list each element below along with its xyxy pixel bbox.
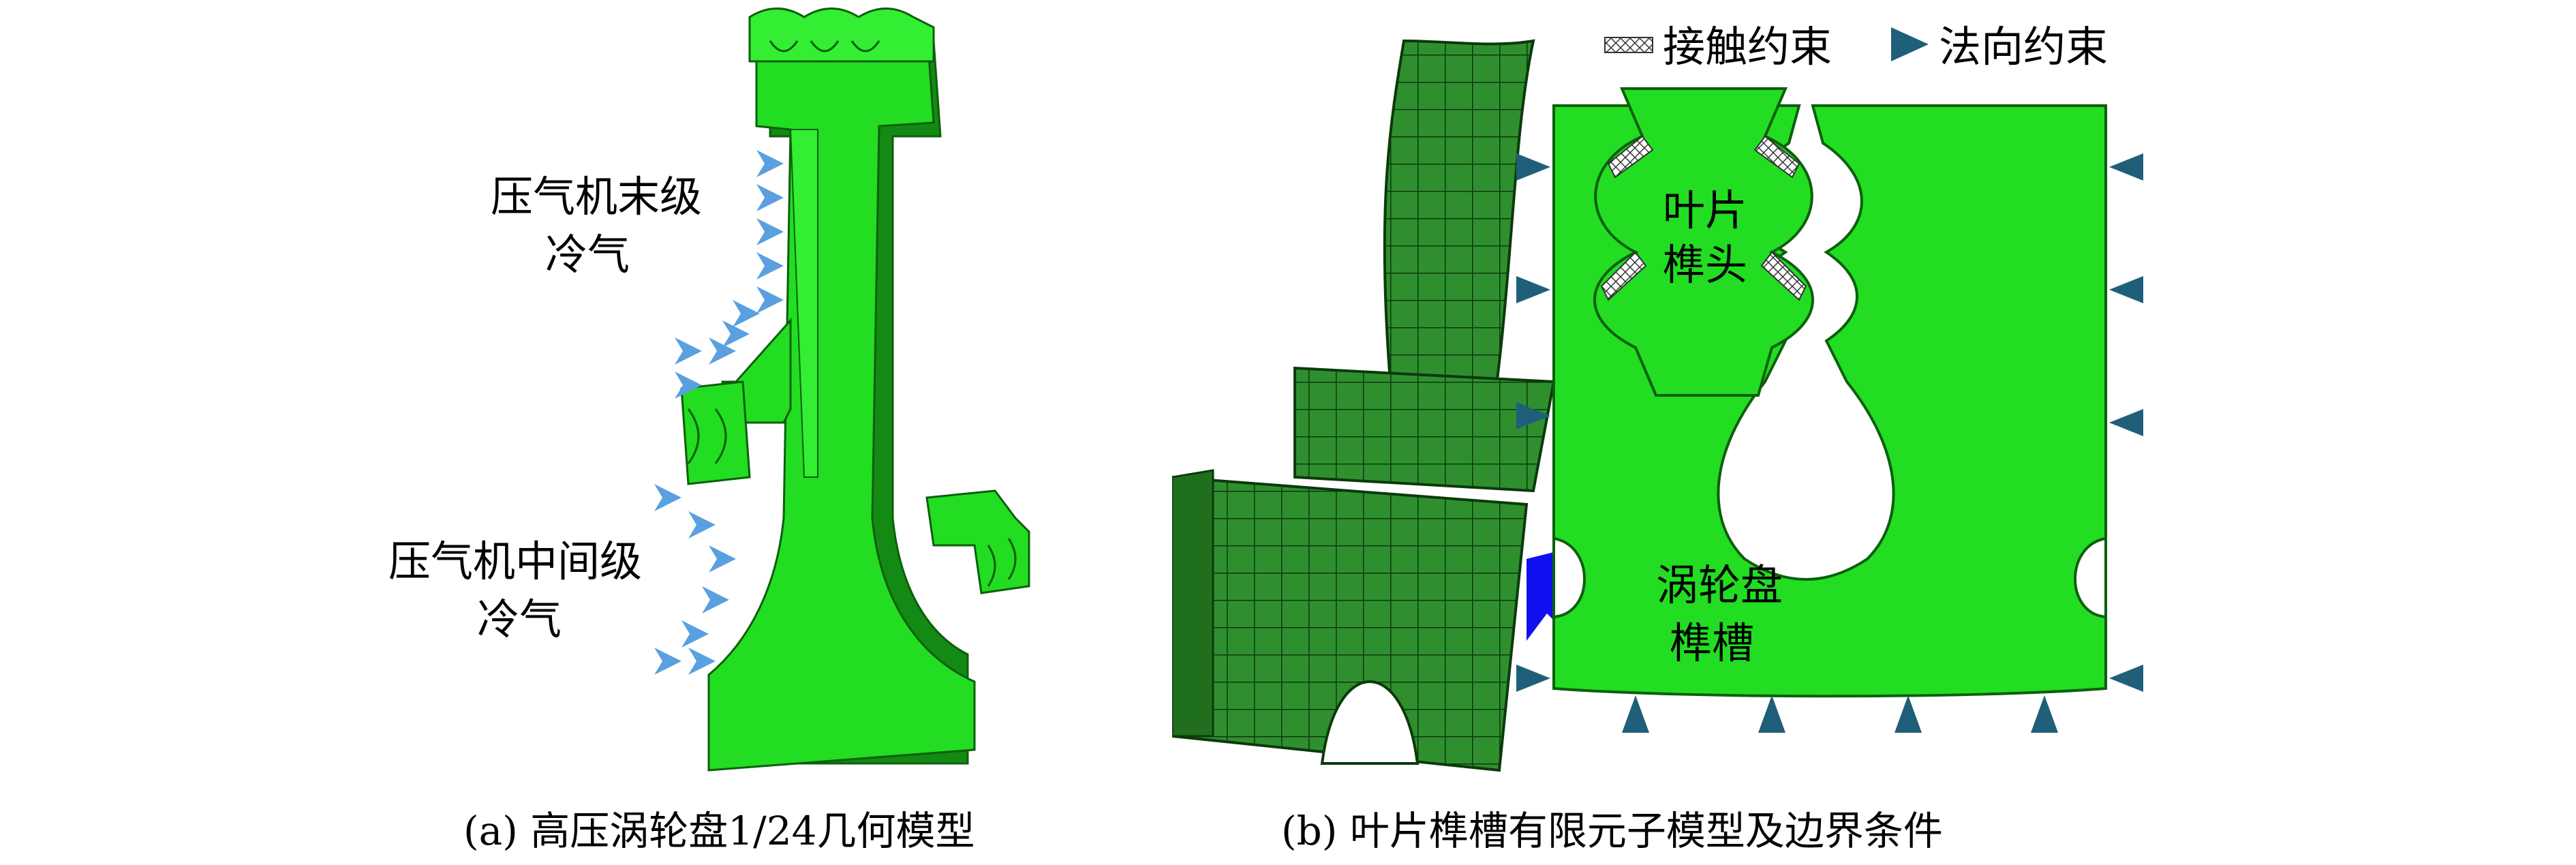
normal-constraint-markers bbox=[1516, 153, 2143, 733]
cooling-air-arrows-mid-stage bbox=[654, 484, 736, 675]
normal-legend-swatch bbox=[1891, 27, 1929, 61]
legend-normal-label: 法向约束 bbox=[1939, 22, 2108, 72]
label-last-stage-line2: 冷气 bbox=[545, 230, 630, 279]
blade-disk-2d-model bbox=[1552, 87, 2107, 698]
label-mid-stage-line2: 冷气 bbox=[477, 594, 562, 644]
blade-root-label-line1: 叶片 bbox=[1663, 185, 1747, 235]
cooling-air-arrows-last-stage bbox=[675, 150, 784, 399]
contact-legend-swatch bbox=[1604, 37, 1653, 53]
caption-b: (b) 叶片榫槽有限元子模型及边界条件 bbox=[1281, 808, 1943, 854]
blade-root-label-line2: 榫头 bbox=[1663, 240, 1747, 290]
fe-mesh-model bbox=[1172, 39, 1556, 772]
caption-a: (a) 高压涡轮盘1/24几何模型 bbox=[463, 808, 975, 854]
panel-a-geometry-model: 压气机末级 冷气 压气机中间级 冷气 (a) 高压涡轮盘1/24几何模型 bbox=[0, 0, 1172, 865]
disk-geometry-figure: 压气机末级 冷气 压气机中间级 冷气 bbox=[388, 7, 1030, 772]
turbine-disk-1-24-model bbox=[680, 7, 1030, 772]
panel-b-submodel: 接触约束 法向约束 叶片 榫头 涡轮盘 榫槽 (b) 叶片榫槽有限元子模型及边界… bbox=[1172, 0, 2576, 865]
legend-contact-label: 接触约束 bbox=[1663, 22, 1832, 72]
label-last-stage-line1: 压气机末级 bbox=[491, 172, 702, 222]
disk-slot-label-line2: 榫槽 bbox=[1670, 618, 1754, 668]
disk-slot-label-line1: 涡轮盘 bbox=[1656, 560, 1783, 610]
constraint-legend: 接触约束 法向约束 bbox=[1604, 22, 2108, 72]
submodel-figure: 接触约束 法向约束 叶片 榫头 涡轮盘 榫槽 bbox=[1172, 22, 2143, 772]
label-mid-stage-line1: 压气机中间级 bbox=[388, 536, 642, 586]
